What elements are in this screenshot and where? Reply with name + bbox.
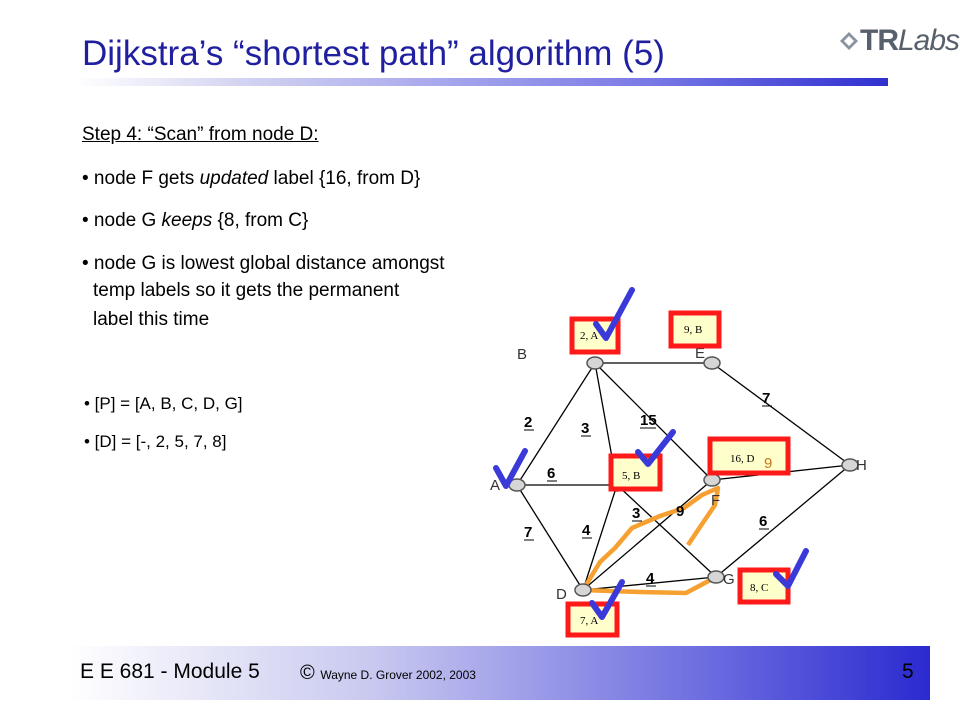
edge-AB bbox=[516, 362, 596, 486]
check-icon-D bbox=[589, 579, 625, 620]
path-D-to-G bbox=[582, 575, 718, 596]
weight-AD: 7 bbox=[524, 524, 532, 541]
weight-GH: 6 bbox=[759, 513, 767, 530]
copyright-text: Wayne D. Grover 2002, 2003 bbox=[320, 668, 476, 682]
bullet-g-keeps: • node G keeps {8, from C} bbox=[82, 210, 309, 231]
graph-nodes bbox=[508, 356, 859, 597]
edge-weight-labels: 2 6 7 3 15 4 3 9 4 7 6 bbox=[524, 390, 772, 587]
node-label-F: F bbox=[711, 492, 720, 509]
check-icon-G bbox=[773, 548, 809, 589]
distance-set: • [D] = [-, 2, 5, 7, 8] bbox=[84, 432, 227, 451]
graph-edges bbox=[516, 362, 851, 591]
checkmarks bbox=[493, 287, 809, 620]
title-underline bbox=[76, 78, 888, 86]
edge-EH bbox=[711, 362, 851, 466]
tag-text-F: 16, D bbox=[730, 453, 755, 465]
logo-mark-icon bbox=[840, 32, 858, 50]
weight-CD: 4 bbox=[582, 522, 591, 539]
node-label-D: D bbox=[556, 586, 567, 603]
tag-text-G: 8, C bbox=[750, 582, 768, 594]
node-G bbox=[707, 570, 725, 584]
node-label-E: E bbox=[695, 345, 705, 362]
bullet-g-lowest-line2: temp labels so it gets the permanent bbox=[93, 280, 400, 301]
check-icon-B bbox=[593, 287, 635, 341]
step-heading: Step 4: “Scan” from node D: bbox=[82, 124, 319, 145]
node-label-G: G bbox=[723, 571, 735, 588]
tag-overwrite-F: 9 bbox=[764, 455, 772, 472]
footer-copyright: © Wayne D. Grover 2002, 2003 bbox=[300, 662, 476, 685]
page-number: 5 bbox=[902, 660, 914, 683]
copyright-symbol: © bbox=[300, 662, 315, 684]
check-icon-C bbox=[635, 429, 676, 467]
node-label-B: B bbox=[517, 346, 527, 363]
node-label-A: A bbox=[490, 477, 500, 494]
weight-BC: 3 bbox=[581, 420, 589, 437]
node-D bbox=[574, 583, 592, 597]
edge-DF bbox=[582, 479, 713, 591]
node-H bbox=[841, 458, 859, 472]
tag-text-B: 2, A bbox=[580, 330, 598, 342]
footer-course: E E 681 - Module 5 bbox=[80, 660, 260, 683]
weight-AC: 6 bbox=[547, 465, 555, 482]
tag-box-E bbox=[668, 310, 722, 349]
edge-GH bbox=[715, 464, 851, 578]
tag-box-F bbox=[707, 436, 791, 476]
tag-text-D: 7, A bbox=[580, 615, 598, 627]
edge-AD bbox=[516, 484, 584, 591]
weight-EH: 7 bbox=[762, 390, 770, 407]
tag-text-C: 5, B bbox=[622, 470, 640, 482]
bullet-g-lowest-line1: • node G is lowest global distance among… bbox=[82, 253, 445, 274]
weight-CG: 3 bbox=[632, 505, 640, 522]
node-label-H: H bbox=[856, 457, 867, 474]
permanent-set: • [P] = [A, B, C, D, G] bbox=[84, 394, 243, 413]
weight-DF: 9 bbox=[676, 503, 684, 520]
node-B bbox=[586, 356, 604, 370]
footer-bar bbox=[68, 646, 930, 700]
edge-CG bbox=[616, 484, 717, 578]
logo-bold: TR bbox=[860, 24, 899, 57]
trlabs-logo: TRLabs bbox=[838, 24, 960, 58]
tag-text-E: 9, B bbox=[684, 324, 702, 336]
check-icon-A bbox=[493, 448, 528, 489]
bullet-g-lowest-line3: label this time bbox=[93, 309, 210, 330]
edge-DG bbox=[582, 576, 717, 591]
logo-italic: Labs bbox=[898, 24, 960, 57]
node-F bbox=[703, 473, 721, 487]
path-D-to-F bbox=[581, 485, 721, 592]
edge-CD bbox=[582, 484, 618, 591]
weight-AB: 2 bbox=[524, 414, 532, 431]
edge-BF bbox=[594, 362, 713, 481]
weight-BF: 15 bbox=[640, 412, 657, 429]
slide-title: Dijkstra’s “shortest path” algorithm (5) bbox=[82, 34, 665, 73]
node-E bbox=[703, 356, 721, 370]
bullet-f-updated: • node F gets updated label {16, from D} bbox=[82, 168, 421, 189]
weight-DG: 4 bbox=[646, 570, 655, 587]
